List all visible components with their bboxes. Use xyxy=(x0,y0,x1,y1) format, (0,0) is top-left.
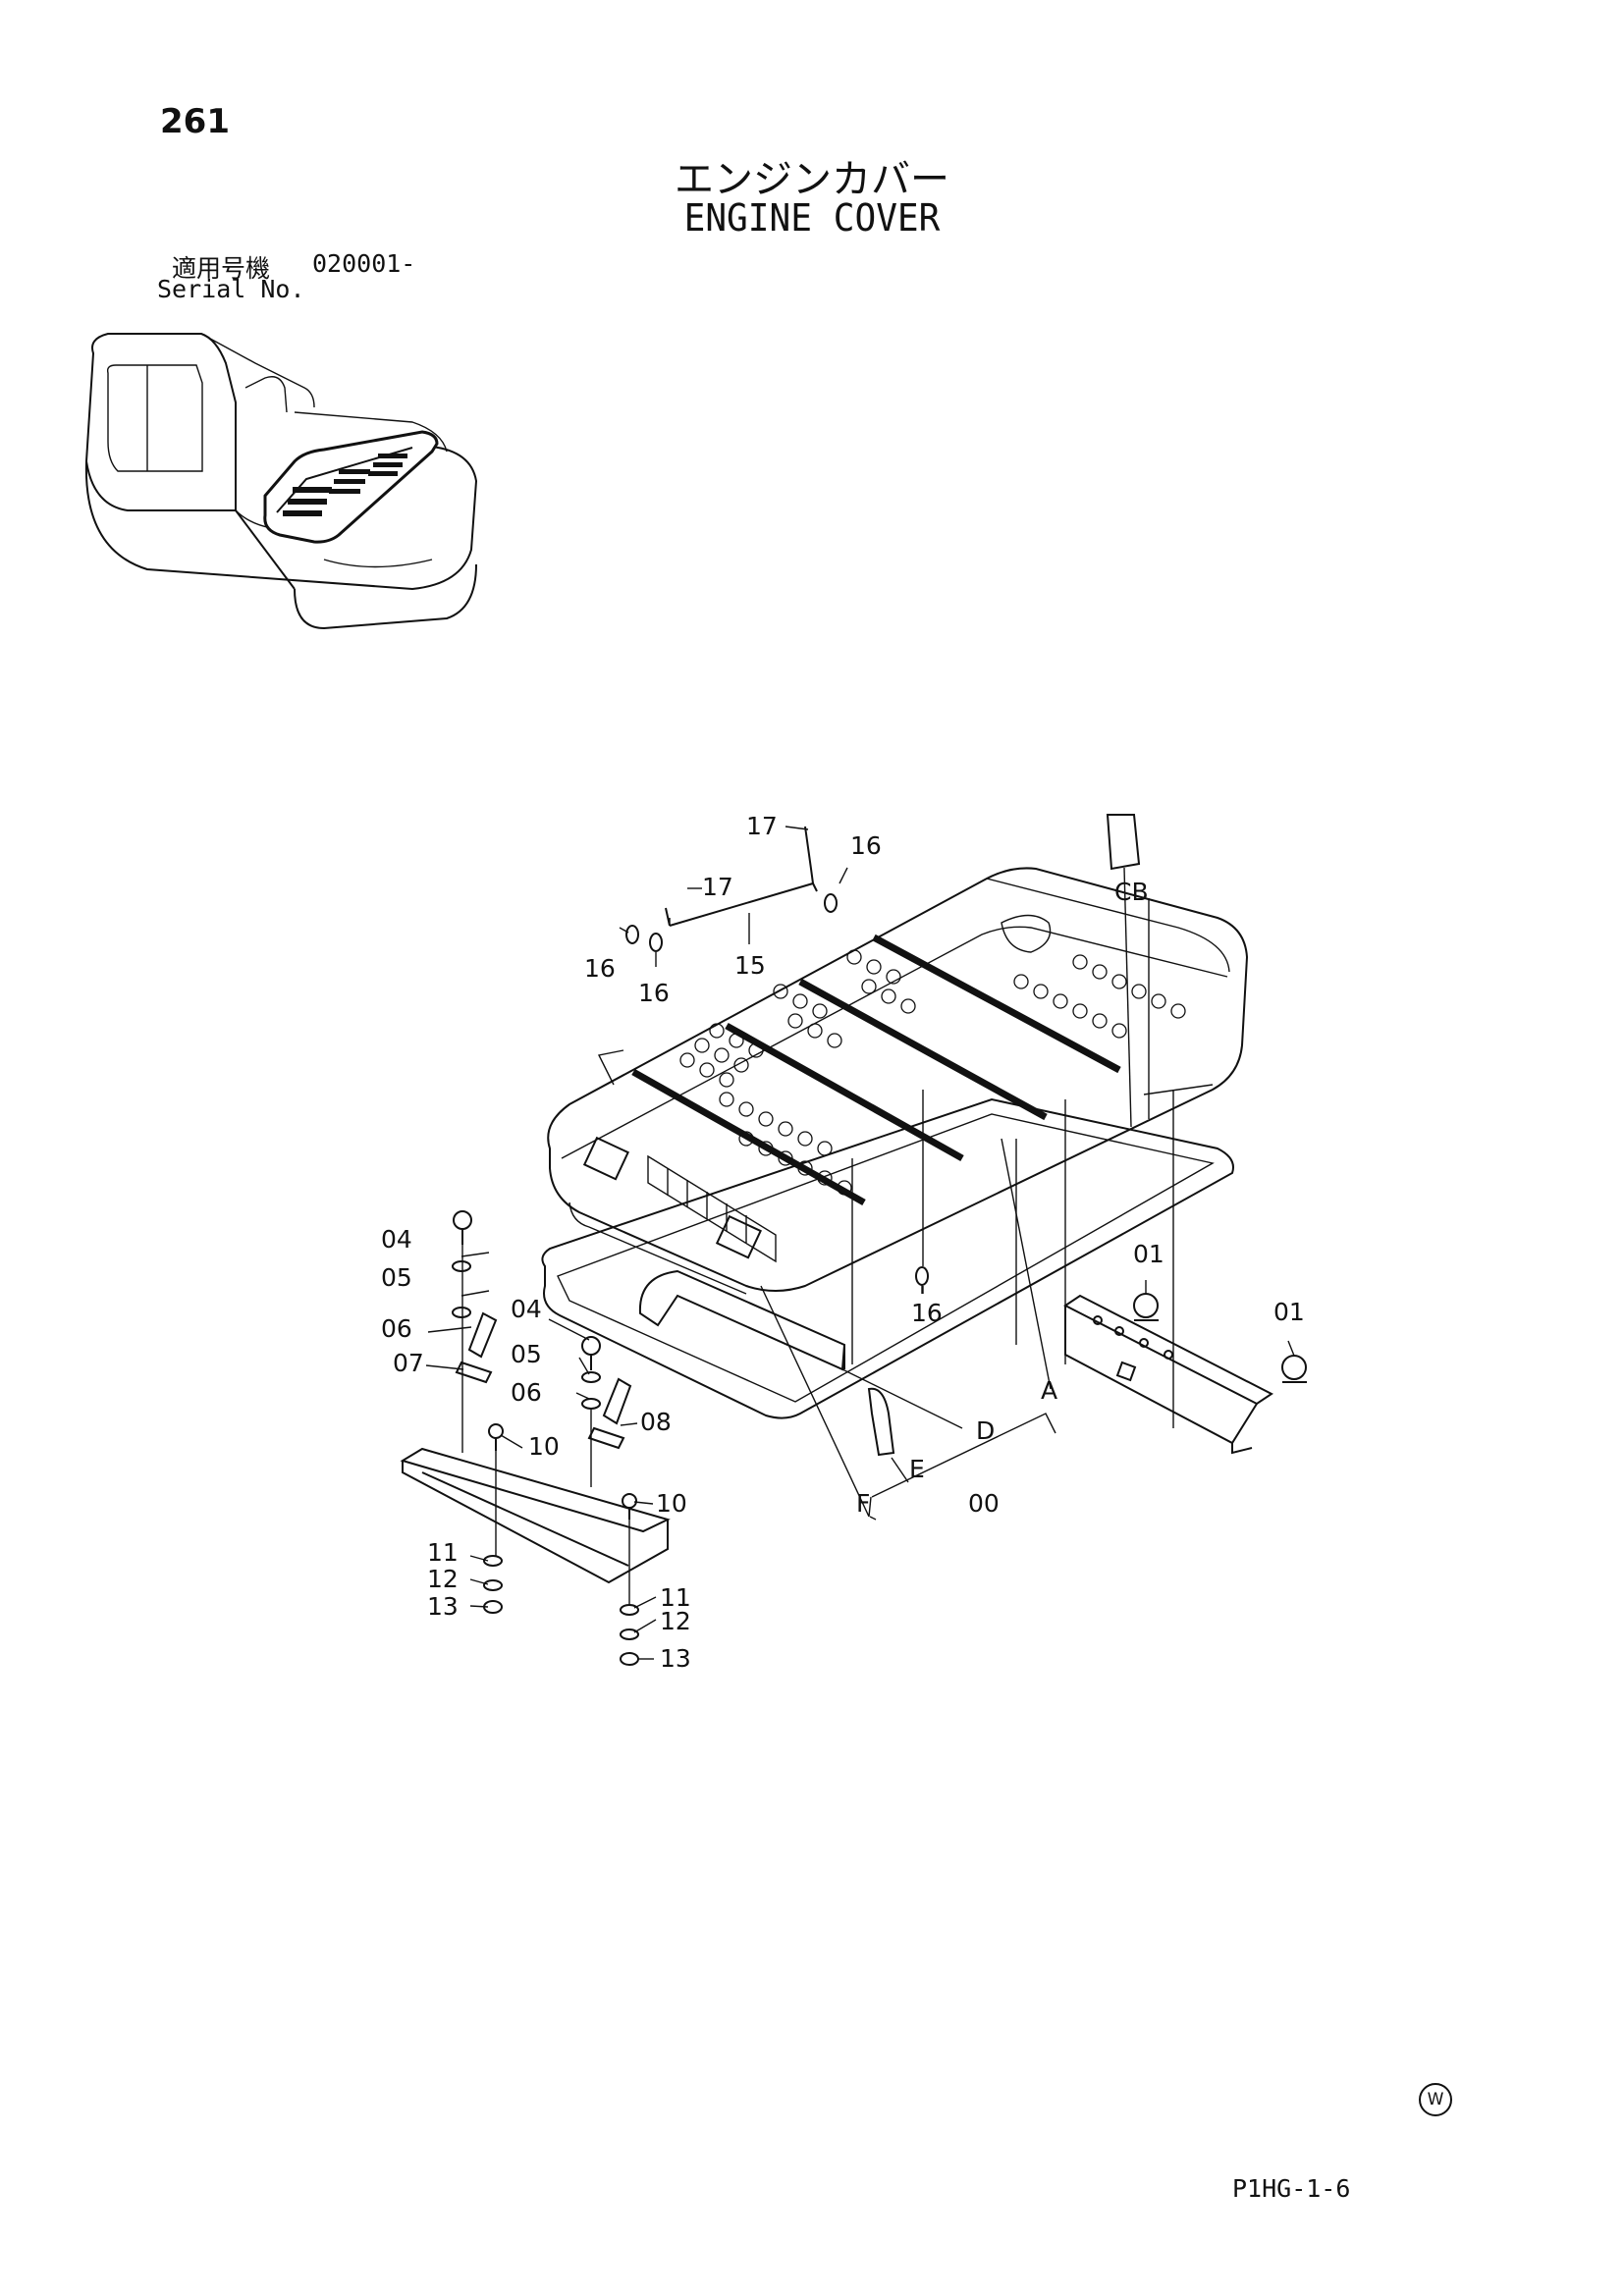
stay-rod xyxy=(665,826,818,927)
callout-label: 12 xyxy=(427,1565,459,1593)
callout-label: 07 xyxy=(393,1349,424,1377)
callout-label: CB xyxy=(1114,878,1149,906)
callout-label: 12 xyxy=(660,1607,691,1635)
latch-08 xyxy=(587,1377,632,1450)
callout-label: A xyxy=(1041,1376,1057,1405)
serial-label-japanese: 適用号機 xyxy=(172,254,271,283)
leader-lines xyxy=(425,826,1295,1660)
callout-label: 01 xyxy=(1273,1298,1305,1326)
callout-label: 06 xyxy=(511,1378,542,1407)
seal-frame xyxy=(541,1097,1234,1419)
callout-label: 06 xyxy=(381,1314,412,1343)
callout-label: 10 xyxy=(656,1489,687,1518)
callout-label: 13 xyxy=(427,1592,459,1621)
callout-label: 05 xyxy=(511,1340,542,1368)
callout-label: 10 xyxy=(528,1432,560,1461)
page-number: 261 xyxy=(160,102,230,141)
callout-labels: 17 17 16 16 16 15 CB 16 04 05 06 07 04 0… xyxy=(381,812,1305,1673)
engine-cover-panel xyxy=(547,867,1249,1295)
callout-label: E xyxy=(909,1455,925,1483)
serial-range: 020001- xyxy=(312,249,416,278)
callout-label: 16 xyxy=(850,831,882,860)
page-title-english: ENGINE COVER xyxy=(683,196,941,240)
callout-label: D xyxy=(976,1416,995,1445)
mounting-rail-left xyxy=(400,1447,671,1584)
callout-label: 01 xyxy=(1133,1240,1164,1268)
callout-label: 16 xyxy=(638,979,670,1007)
seal-strips xyxy=(638,1269,895,1457)
callout-label: 11 xyxy=(660,1583,691,1612)
mounting-rail-right xyxy=(1063,1294,1273,1455)
callout-label: 15 xyxy=(734,951,766,980)
callout-label: 16 xyxy=(584,954,616,983)
callout-label: 08 xyxy=(640,1408,672,1436)
serial-label-english: Serial No. xyxy=(157,275,305,303)
callout-label: 16 xyxy=(911,1299,943,1327)
callout-label: F xyxy=(856,1489,870,1518)
page-code: P1HG-1-6 xyxy=(1232,2174,1351,2203)
callout-label: 00 xyxy=(968,1489,1000,1518)
callout-label: 17 xyxy=(746,812,778,840)
callout-label: 04 xyxy=(381,1225,412,1254)
engine-cover-highlight xyxy=(263,430,439,544)
callout-label: 17 xyxy=(702,873,733,901)
callout-label: 05 xyxy=(381,1263,412,1292)
manufacturer-mark: W xyxy=(1419,2083,1452,2116)
page-title-japanese: エンジンカバー xyxy=(675,157,949,202)
callout-label: 11 xyxy=(427,1538,459,1567)
callout-label: 13 xyxy=(660,1644,691,1673)
callout-label: 04 xyxy=(511,1295,542,1323)
